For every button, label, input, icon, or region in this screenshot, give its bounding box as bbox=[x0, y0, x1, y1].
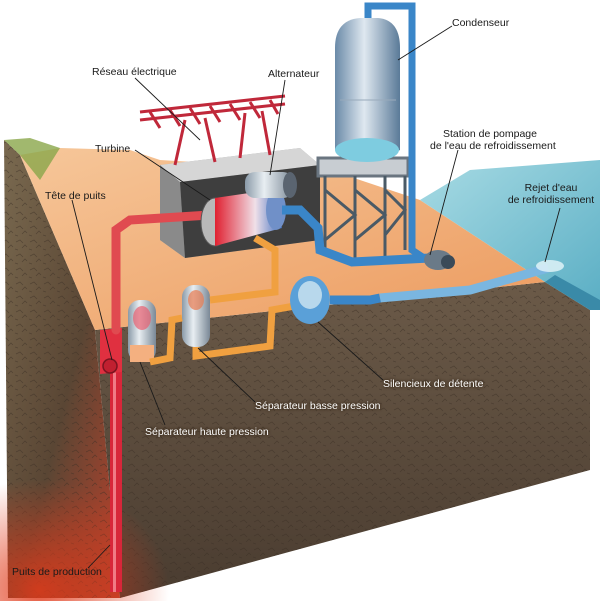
label-alternateur: Alternateur bbox=[268, 68, 320, 80]
cooling-pump bbox=[424, 250, 455, 270]
warm-pipe-2 bbox=[209, 234, 279, 304]
cooling-discharge-pipe bbox=[379, 263, 550, 303]
label-tete-de-puits: Tête de puits bbox=[45, 190, 106, 202]
exhaust-pipe bbox=[282, 205, 431, 267]
label-station-pompage: Station de pompage de l'eau de refroidis… bbox=[430, 128, 556, 152]
power-pylon bbox=[139, 94, 286, 166]
warm-pipe-3 bbox=[192, 301, 301, 361]
high-pressure-separator bbox=[128, 300, 156, 362]
low-pressure-separator bbox=[182, 285, 210, 347]
label-reseau-electrique: Réseau électrique bbox=[92, 66, 177, 78]
turbine bbox=[200, 190, 286, 247]
label-leader-lines bbox=[71, 25, 561, 569]
alternator bbox=[245, 172, 297, 198]
cold-water-pipe-top bbox=[364, 2, 432, 265]
label-puits-de-production: Puits de production bbox=[12, 566, 102, 578]
warm-pipe-1 bbox=[149, 314, 183, 366]
condenser-tower bbox=[335, 18, 400, 162]
cooling-water-body bbox=[420, 160, 600, 310]
label-condenseur: Condenseur bbox=[452, 17, 510, 29]
production-well-pipe bbox=[100, 328, 122, 592]
water-splash bbox=[536, 260, 564, 272]
label-station-pompage-line2: de l'eau de refroidissement bbox=[430, 140, 556, 152]
flash-silencer bbox=[290, 276, 330, 324]
label-station-pompage-line1: Station de pompage bbox=[443, 128, 537, 140]
label-rejet-eau-line2: de refroidissement bbox=[507, 194, 595, 206]
label-turbine: Turbine bbox=[95, 143, 131, 155]
label-rejet-eau: Rejet d'eau de refroidissement bbox=[505, 182, 597, 206]
condenser-support-frame bbox=[316, 156, 410, 265]
steam-pipe-to-turbine bbox=[111, 210, 215, 335]
label-separateur-basse-pression: Séparateur basse pression bbox=[255, 400, 381, 412]
label-rejet-eau-line1: Rejet d'eau bbox=[524, 182, 578, 194]
label-separateur-haute-pression: Séparateur haute pression bbox=[145, 426, 269, 438]
label-silencieux-detente: Silencieux de détente bbox=[383, 378, 484, 390]
